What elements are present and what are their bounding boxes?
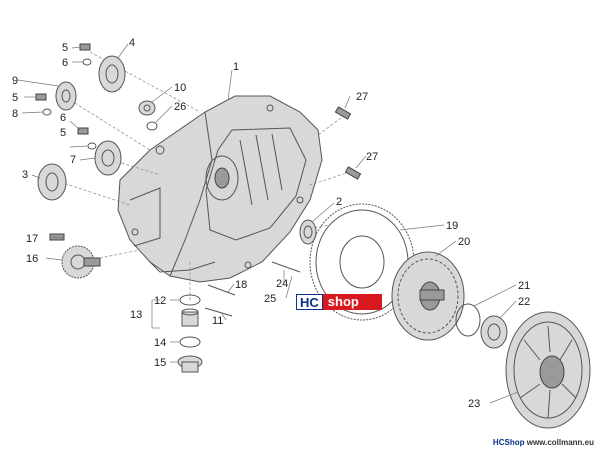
screw-5b [35,93,47,101]
seal-2 [299,219,317,245]
stud-11 [204,307,233,317]
logo-hc-text: HC [296,294,323,310]
callout-25: 25 [264,293,276,305]
callout-1: 1 [233,61,239,73]
callout-6a: 6 [62,57,68,69]
callout-14: 14 [154,337,166,349]
footer-site: www.collmann.eu [526,438,594,447]
callout-24: 24 [276,278,288,290]
callout-5b: 5 [12,92,18,104]
callout-27b: 27 [366,151,378,163]
callout-8: 8 [12,108,18,120]
callout-5c: 5 [60,127,66,139]
stud-18 [207,284,236,296]
bolt-24 [271,261,301,273]
screw-27b [344,166,362,180]
screw-27a [334,106,352,120]
clutch-disc-20 [391,251,465,341]
callout-23: 23 [468,398,480,410]
callout-9: 9 [12,75,18,87]
seal-10 [138,100,156,116]
callout-16: 16 [26,253,38,265]
callout-13: 13 [130,309,142,321]
callouts: 1 2 3 4 5 5 5 6 6 7 8 9 10 11 12 13 14 1… [12,37,530,410]
callout-11: 11 [212,315,223,327]
callout-5a: 5 [62,42,68,54]
callout-10: 10 [174,82,186,94]
screw-5a [79,43,91,51]
fitting-13 [181,308,199,327]
bearing-7 [94,140,122,176]
leader-lines [17,43,519,404]
callout-7: 7 [70,154,76,166]
bearing-9 [55,81,77,111]
callout-22: 22 [518,296,530,308]
callout-3: 3 [22,169,28,181]
plug-15 [177,355,203,373]
callout-19: 19 [446,220,458,232]
callout-17: 17 [26,233,38,245]
callout-4: 4 [129,37,135,49]
screw-5c [77,127,89,135]
clutch-cover-23 [505,311,591,429]
callout-20: 20 [458,236,470,248]
callout-27a: 27 [356,91,368,103]
hcshop-logo: HC shop [296,294,382,310]
callout-12: 12 [154,295,166,307]
snap-ring-21 [455,303,481,337]
bearing-22 [480,315,508,349]
washer-14 [179,336,201,348]
callout-21: 21 [518,280,530,292]
washer-6a [82,58,92,66]
callout-18: 18 [235,279,247,291]
bearing-4 [98,55,126,93]
callout-2: 2 [336,196,342,208]
gear-16 [61,245,101,279]
washer-6b [87,142,97,150]
footer-brand: HCShop [492,438,525,447]
bearing-3 [37,163,67,201]
logo-shop-text: shop [322,294,382,310]
callout-26: 26 [174,101,186,113]
oring-26 [146,121,158,131]
crankcase-housing [117,95,323,283]
callout-15: 15 [154,357,166,369]
washer-8 [42,108,52,116]
footer-watermark: HCShop www.collmann.eu [493,438,594,447]
callout-6b: 6 [60,112,66,124]
